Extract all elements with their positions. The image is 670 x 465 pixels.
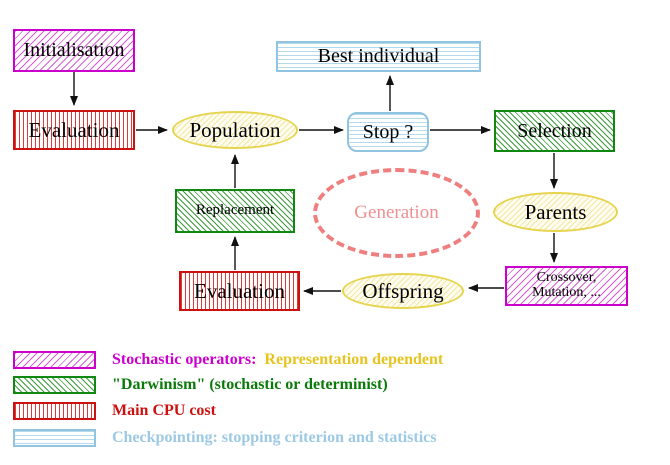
node-offspring: Offspring (342, 273, 464, 309)
crossover-line2: Mutation, ... (532, 285, 601, 300)
node-parents: Parents (493, 192, 618, 232)
legend-label-main-cpu-cost: Main CPU cost (112, 402, 216, 419)
legend-swatch-green-hatch (13, 376, 96, 394)
node-crossover-mutation: Crossover, Mutation, ... (505, 266, 628, 306)
node-generation: Generation (313, 168, 480, 258)
legend-row-cpu-cost: Main CPU cost (13, 402, 216, 420)
legend-label-representation-dependent: Representation dependent (264, 351, 444, 368)
node-best-individual: Best individual (276, 41, 481, 72)
legend-swatch-red-stripes (13, 402, 96, 420)
legend-label-darwinism: "Darwinism" (stochastic or determinist) (112, 376, 388, 393)
node-evaluation-bottom: Evaluation (179, 271, 300, 311)
node-replacement: Replacement (175, 189, 295, 233)
legend-swatch-cyan-stripes (13, 429, 96, 447)
legend-label-checkpointing: Checkpointing: stopping criterion and st… (112, 429, 437, 446)
node-selection: Selection (494, 110, 615, 152)
node-population: Population (172, 111, 298, 149)
legend-row-checkpointing: Checkpointing: stopping criterion and st… (13, 429, 436, 447)
legend-swatch-magenta-hatch (13, 351, 96, 369)
crossover-line1: Crossover, (536, 270, 597, 286)
node-evaluation-top: Evaluation (13, 110, 135, 150)
legend-label-stochastic-operators: Stochastic operators: (112, 351, 257, 368)
node-stop: Stop ? (347, 112, 429, 152)
node-initialisation: Initialisation (13, 29, 135, 72)
legend-row-darwinism: "Darwinism" (stochastic or determinist) (13, 376, 388, 394)
legend-row-stochastic: Stochastic operators: Representation depe… (13, 351, 443, 369)
